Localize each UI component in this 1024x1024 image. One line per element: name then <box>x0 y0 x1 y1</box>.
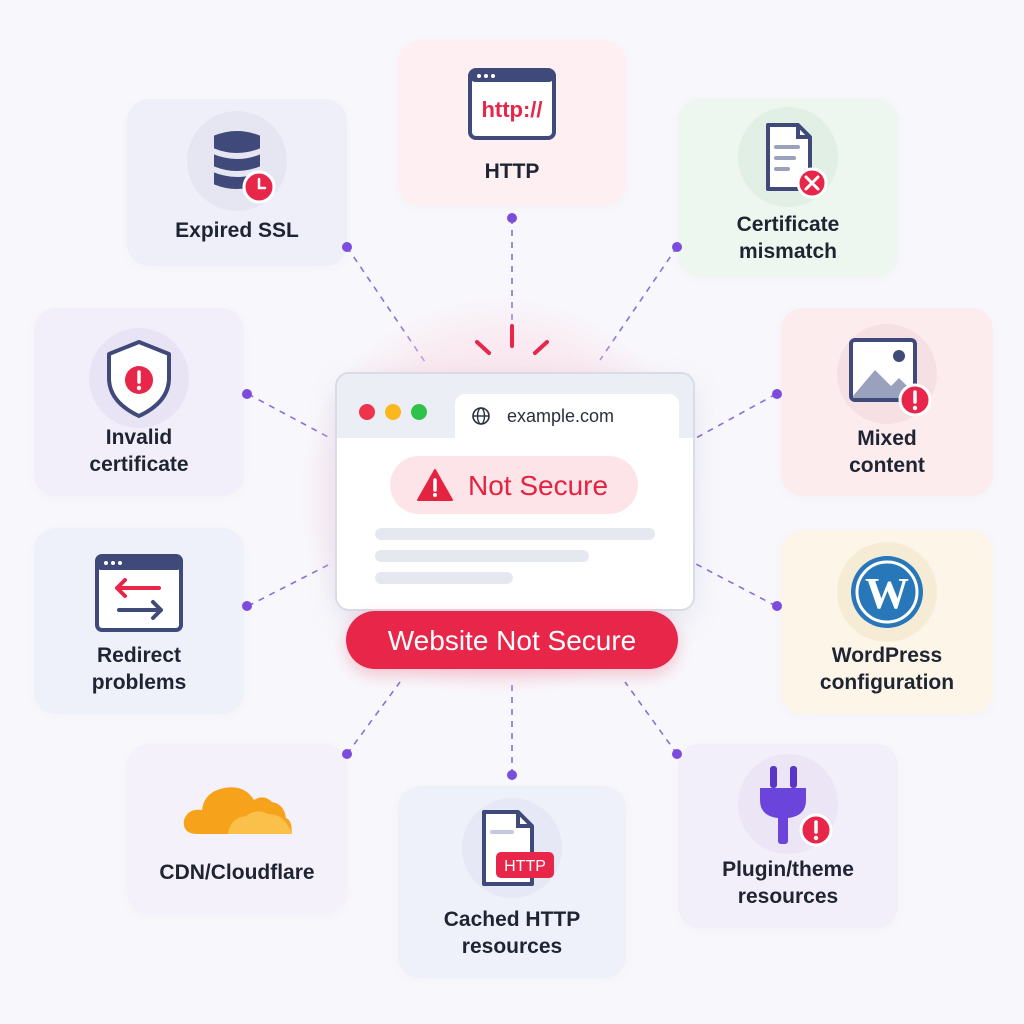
card-label: Mixed content <box>849 427 925 477</box>
http-file-icon: HTTP <box>482 810 554 886</box>
wordpress-glyph: W <box>865 569 909 618</box>
connector-dot <box>507 213 517 223</box>
card-cdn-cloudflare: CDN/Cloudflare <box>127 744 347 914</box>
wordpress-icon: W <box>851 556 923 628</box>
text-placeholder-line <box>375 572 513 584</box>
globe-icon <box>472 407 490 425</box>
card-mixed-content: Mixed content <box>781 308 993 496</box>
card-plugin-theme-resources: Plugin/theme resources <box>678 744 898 928</box>
card-label: Certificate mismatch <box>736 213 840 263</box>
connector-dot <box>672 242 682 252</box>
browser-titlebar: example.com <box>337 374 693 438</box>
connector-dot <box>242 389 252 399</box>
address-url: example.com <box>507 406 615 426</box>
connector-dot <box>342 749 352 759</box>
card-label: Redirect problems <box>91 644 187 694</box>
connector-dot <box>342 242 352 252</box>
card-label: Invalid certificate <box>89 426 189 476</box>
image-alert-icon <box>849 338 932 417</box>
http-browser-icon: http:// <box>468 68 556 140</box>
card-invalid-certificate: Invalid certificate <box>34 308 244 496</box>
icon-circle <box>89 544 189 644</box>
minimize-dot <box>385 404 401 420</box>
icon-circle <box>837 324 937 424</box>
icon-circle <box>89 328 189 428</box>
maximize-dot <box>411 404 427 420</box>
card-redirect-problems: Redirect problems <box>34 528 244 714</box>
alert-rays <box>475 324 549 355</box>
text-placeholder-line <box>375 528 655 540</box>
not-secure-text: Not Secure <box>468 470 609 501</box>
card-certificate-mismatch: Certificate mismatch <box>678 99 898 277</box>
icon-circle: W <box>837 542 937 642</box>
icon-circle: HTTP <box>462 798 562 898</box>
banner-text: Website Not Secure <box>387 625 637 656</box>
card-label: Cached HTTP resources <box>443 908 581 958</box>
text-placeholder-line <box>375 550 589 562</box>
icon-circle: http:// <box>462 52 562 152</box>
database-clock-icon <box>212 129 276 204</box>
card-http: http:// HTTP <box>398 40 626 206</box>
shield-alert-icon <box>107 340 171 418</box>
connector-dot <box>242 601 252 611</box>
card-label: Expired SSL <box>175 219 299 242</box>
cloud-icon <box>183 787 292 834</box>
card-label: WordPress configuration <box>819 644 955 694</box>
close-dot <box>359 404 375 420</box>
card-label: HTTP <box>484 160 540 183</box>
connector-dot <box>772 389 782 399</box>
card-label: CDN/Cloudflare <box>159 861 315 884</box>
icon-circle <box>738 754 838 854</box>
card-expired-ssl: Expired SSL <box>127 99 347 266</box>
not-secure-badge: Not Secure <box>390 456 638 514</box>
plug-alert-icon <box>760 766 833 847</box>
icon-circle <box>187 111 287 211</box>
connector-dot <box>672 749 682 759</box>
icon-circle <box>738 107 838 207</box>
card-wordpress-configuration: W WordPress configuration <box>781 530 993 714</box>
browser-window: example.com Not Secure <box>335 372 695 611</box>
browser-tab: example.com <box>455 394 679 438</box>
warning-triangle-icon <box>417 469 453 501</box>
document-x-icon <box>766 123 828 199</box>
website-not-secure-banner: Website Not Secure <box>346 611 678 669</box>
connector-dot <box>507 770 517 780</box>
redirect-arrows-icon <box>95 554 183 632</box>
icon-circle <box>172 754 302 854</box>
card-cached-http-resources: HTTP Cached HTTP resources <box>398 786 626 978</box>
http-browser-text: http:// <box>481 97 542 122</box>
connector-dot <box>772 601 782 611</box>
card-label: Plugin/theme resources <box>722 858 854 908</box>
http-file-text: HTTP <box>504 858 546 875</box>
